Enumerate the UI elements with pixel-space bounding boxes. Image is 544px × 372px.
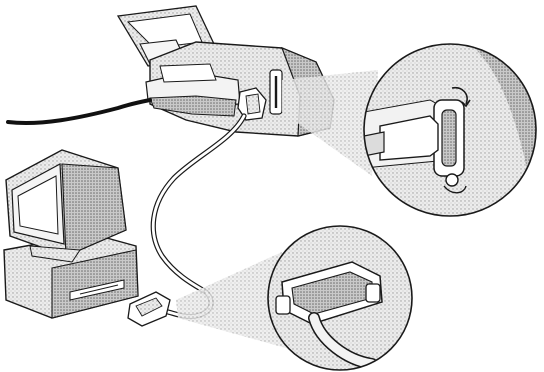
computer-monitor <box>5 149 127 263</box>
printer-parallel-port <box>269 69 283 115</box>
computer-base <box>3 233 139 319</box>
callout-beam-top <box>282 70 378 176</box>
detail-callout-printer-port <box>363 43 537 217</box>
printer <box>116 5 335 137</box>
detail-callout-computer-plug <box>267 225 413 371</box>
power-cord <box>6 98 152 126</box>
computer-cable-plug <box>127 291 171 327</box>
callout-beam-bottom <box>176 252 300 352</box>
computer <box>3 149 171 327</box>
